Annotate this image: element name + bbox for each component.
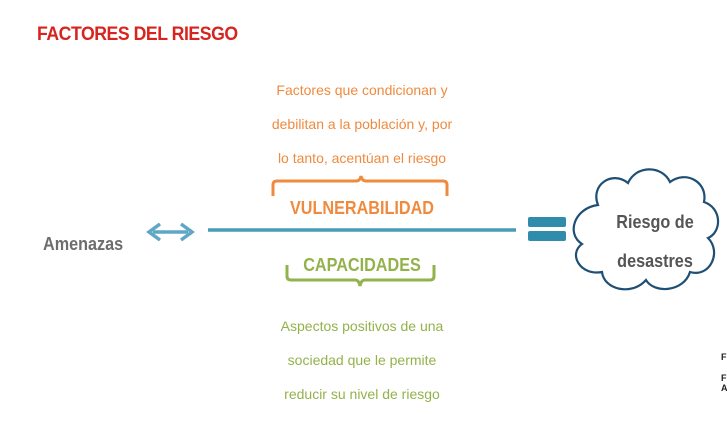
curly-brace-icon (285, 265, 436, 287)
edge-fragment-2: F (721, 373, 727, 383)
threats-label: Amenazas (43, 234, 124, 254)
page-title: FACTORES DEL RIESGO (37, 24, 238, 45)
curly-brace-icon (271, 175, 449, 196)
vulnerability-label: VULNERABILIDAD (290, 198, 434, 218)
vulnerability-description-line-2: debilitan a la población y, por (271, 116, 453, 132)
vulnerability-description-line-1: Factores que condicionan y (276, 82, 448, 98)
edge-fragment-3: A (721, 383, 727, 393)
vulnerability-description-line-3: lo tanto, acentúan el riesgo (277, 150, 447, 166)
cloud-shape (572, 168, 720, 291)
capacities-label: CAPACIDADES (303, 255, 421, 275)
equals-icon (528, 217, 566, 241)
capacities-description-line-1: Aspectos positivos de una (280, 318, 444, 334)
result-label-line-1: Riesgo de (616, 212, 694, 232)
result-label-line-2: desastres (617, 251, 693, 271)
double-arrow-icon (146, 222, 195, 242)
capacities-description-line-3: reducir su nivel de riesgo (284, 386, 440, 402)
edge-fragment-1: F (721, 352, 727, 362)
capacities-description-line-2: sociedad que le permite (287, 352, 437, 368)
